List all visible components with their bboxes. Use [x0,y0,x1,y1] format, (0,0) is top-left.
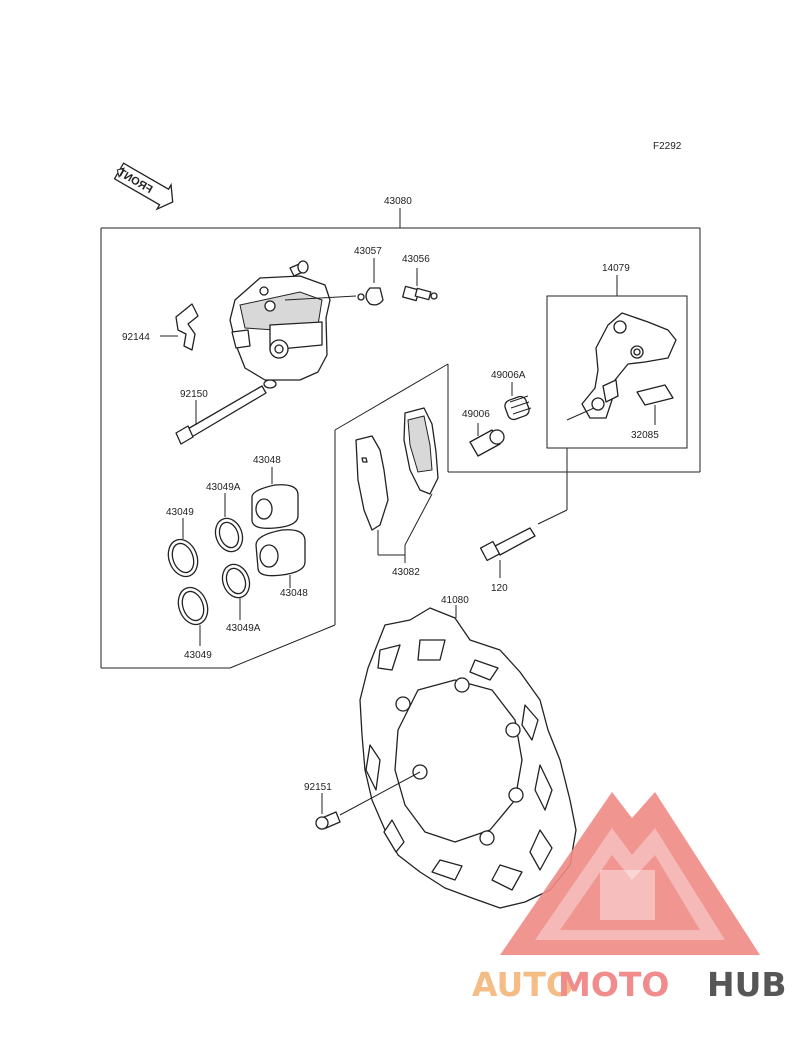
part-43049-seal-lower [177,586,209,646]
part-43049A-seal-upper [214,493,244,553]
label-43057: 43057 [354,246,382,257]
label-43049-lower: 43049 [184,650,212,661]
part-92144-spring [160,303,199,351]
part-32085-plate [636,384,674,425]
label-120: 120 [491,583,508,594]
watermark-moto: MOTO [558,965,669,1004]
part-43082-pads [355,407,439,563]
part-49006-boot [469,423,505,457]
part-43049A-seal-lower [221,563,251,620]
automotohub-logo: AUTO MOTO HUB [472,792,787,1004]
part-43048-piston-lower [255,529,306,588]
part-43056-bleeder [402,268,438,302]
part-92150-pin [175,385,267,445]
part-14079-bracket [566,312,677,421]
label-92144: 92144 [122,332,150,343]
label-49006: 49006 [462,409,490,420]
part-41080-disc [359,605,577,909]
part-43057-clip [357,258,384,306]
bracket-subgroup-outline [546,275,688,449]
label-43056: 43056 [402,254,430,265]
watermark-hub: HUB [707,965,787,1004]
label-49006A: 49006A [491,370,526,381]
label-43080: 43080 [384,196,412,207]
label-14079: 14079 [602,263,630,274]
label-32085: 32085 [631,430,659,441]
caliper-assy-group-outline [100,208,701,669]
label-92151: 92151 [304,782,332,793]
label-43048-upper: 43048 [253,455,281,466]
label-92150: 92150 [180,389,208,400]
label-43049-upper: 43049 [166,507,194,518]
label-43048-lower: 43048 [280,588,308,599]
caliper-body [229,260,357,389]
front-arrow-icon: FRONT [113,162,174,211]
part-92151-bolt [315,771,421,830]
part-49006A-boot [504,382,532,421]
part-43049-seal-upper [167,518,199,578]
watermark-auto: AUTO [472,965,574,1004]
label-41080: 41080 [441,595,469,606]
part-43048-piston-upper [251,467,299,529]
label-43082: 43082 [392,567,420,578]
figure-code: F2292 [653,141,682,152]
label-43049A-lower: 43049A [226,623,261,634]
label-43049A-upper: 43049A [206,482,241,493]
part-120-bolt [479,448,568,578]
